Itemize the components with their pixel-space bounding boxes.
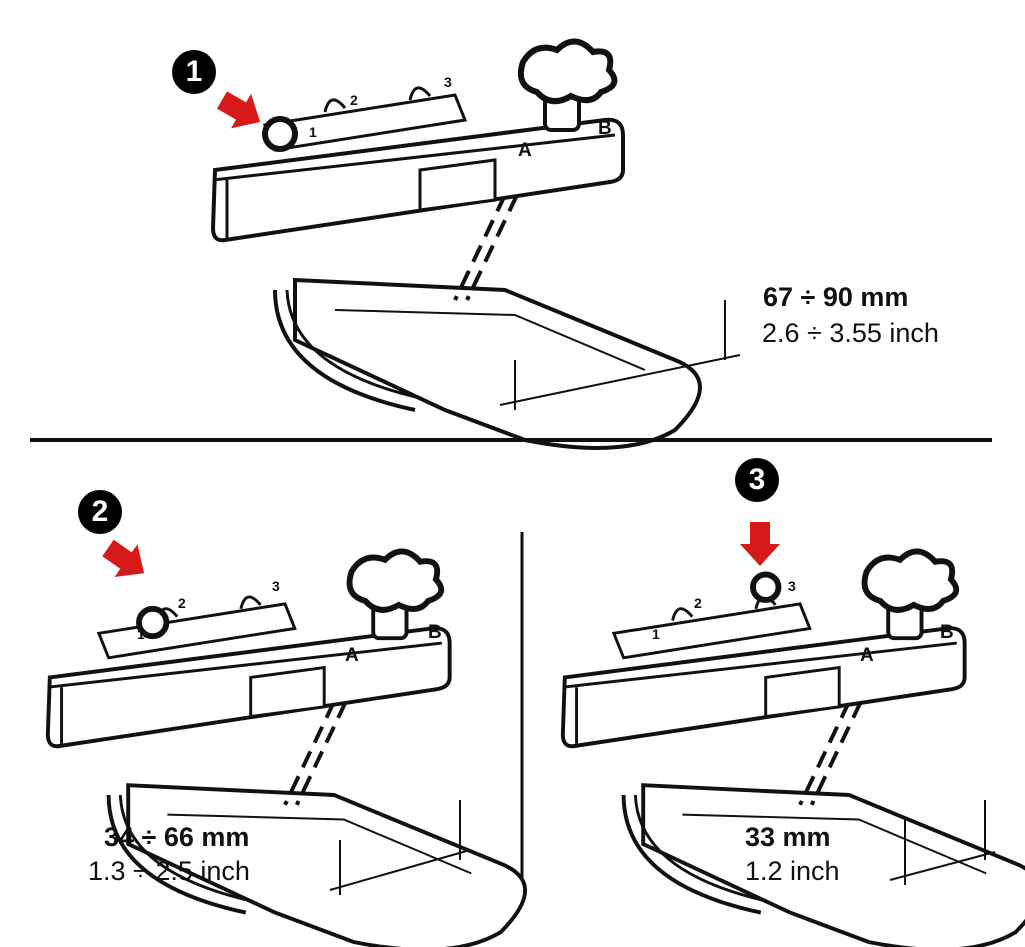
letter-a-step-2: A bbox=[345, 645, 359, 666]
step-badge-1: 1 bbox=[172, 50, 216, 94]
slot-2-step-3: 2 bbox=[694, 595, 702, 611]
step-badge-3: 3 bbox=[735, 458, 779, 502]
dimension-lines-step-3 bbox=[889, 800, 996, 885]
step-badge-2: 2 bbox=[78, 490, 122, 534]
letter-b-step-2: B bbox=[428, 622, 442, 643]
slot-2-step-1: 2 bbox=[350, 92, 358, 108]
range-mm-step-1: 67 ÷ 90 mm bbox=[763, 282, 909, 312]
dimension-lines-step-2 bbox=[329, 800, 471, 895]
range-mm-step-2: 34 ÷ 66 mm bbox=[104, 822, 250, 852]
letter-b-step-1: B bbox=[598, 118, 612, 139]
slot-1-step-2: 1 bbox=[137, 626, 145, 642]
slot-1-step-3: 1 bbox=[652, 626, 660, 642]
red-arrow-step-3 bbox=[740, 522, 780, 566]
red-arrow-step-2 bbox=[96, 531, 156, 590]
slot-3-step-2: 3 bbox=[272, 578, 280, 594]
clamp-illustration-step-1 bbox=[213, 41, 700, 448]
slot-1-step-1: 1 bbox=[309, 124, 317, 140]
clamp-illustration-step-2 bbox=[48, 551, 525, 947]
red-arrow-step-1 bbox=[212, 82, 271, 140]
range-inch-step-2: 1.3 ÷ 2.5 inch bbox=[88, 856, 250, 886]
letter-a-step-1: A bbox=[518, 140, 532, 161]
range-mm-step-3: 33 mm bbox=[745, 822, 831, 852]
range-inch-step-3: 1.2 inch bbox=[745, 856, 840, 886]
letter-a-step-3: A bbox=[860, 645, 874, 666]
dimension-lines-step-1 bbox=[499, 300, 741, 410]
slot-2-step-2: 2 bbox=[178, 595, 186, 611]
range-inch-step-1: 2.6 ÷ 3.55 inch bbox=[762, 318, 939, 348]
slot-3-step-3: 3 bbox=[788, 578, 796, 594]
slot-3-step-1: 3 bbox=[444, 74, 452, 90]
letter-b-step-3: B bbox=[940, 622, 954, 643]
clamp-illustration-step-3 bbox=[563, 551, 1025, 947]
